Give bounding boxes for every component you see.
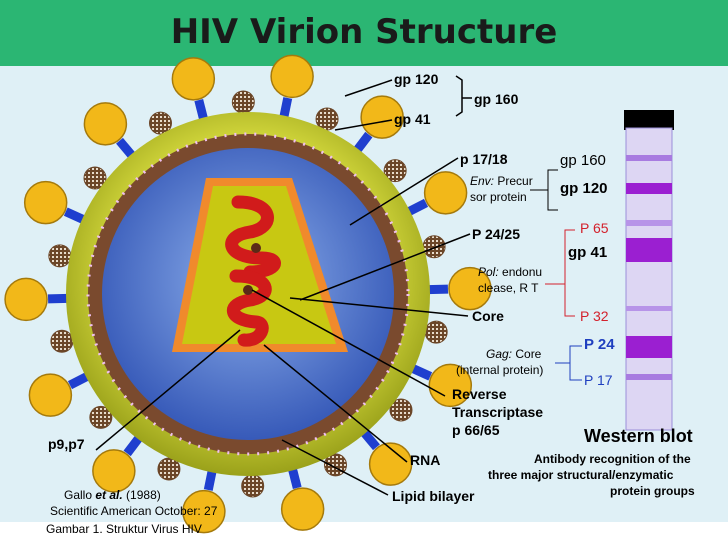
gp120-head [182,489,226,534]
label-lipid-bilayer: Lipid bilayer [392,488,475,504]
glycoprotein-spikes [4,54,492,534]
surface-protein-knob [241,474,265,498]
label-p9-p7: p9,p7 [48,436,85,452]
gp120-head [171,57,216,101]
band-gp41 [626,238,672,262]
western-desc-3: protein groups [610,484,695,498]
blot-strip [625,127,673,431]
blot-label-gp160: gp 160 [560,152,606,169]
surface-protein-knob [315,107,339,131]
western-blot-title: Western blot [584,426,693,446]
blot-label-p24: P 24 [584,336,615,353]
gp120-head [28,373,73,417]
label-rt-1: Reverse [452,386,507,402]
surface-protein-knob [424,320,448,344]
surface-protein-knob [148,111,172,135]
surface-protein-knob [50,329,74,353]
western-desc-2: three major structural/enzymatic [488,468,674,482]
blot-label-gp41: gp 41 [568,244,608,261]
gp120-head [360,95,404,139]
label-p17-18: p 17/18 [460,151,508,167]
surface-protein-knob [389,398,413,422]
rna-strand-upper [225,195,281,279]
citation-line-1: Gallo et al. (1988) [64,488,161,502]
surface-protein-knob [231,90,255,114]
gag-description: Gag: Core [486,347,542,361]
gp120-head [83,102,128,146]
label-core: Core [472,308,504,324]
label-gp160: gp 160 [474,91,519,107]
gp120-head [423,171,468,215]
reverse-transcriptase-dot [243,285,253,295]
surface-protein-knob [157,457,181,481]
blot-well [624,110,674,130]
gp120-head [448,266,492,311]
blot-label-p17: P 17 [584,372,613,388]
surface-protein-knob [383,159,407,183]
label-gp41: gp 41 [394,111,431,127]
surface-protein-knob [48,244,72,268]
blot-bands [626,155,672,380]
gp120-head [368,442,413,486]
env-description-2: sor protein [470,190,527,204]
citation-line-2: Scientific American October: 27 [50,504,218,518]
gp120-head [4,277,48,322]
label-p24-25: P 24/25 [472,226,521,242]
band-gp160 [626,155,672,161]
reverse-transcriptase-dot [251,243,261,253]
pol-description-2: clease, R T [478,281,539,295]
band-p32 [626,306,672,311]
label-rt-3: p 66/65 [452,422,500,438]
pointer-lines [95,75,472,496]
blot-brackets [530,169,558,211]
label-rna: RNA [410,452,441,468]
membrane-beads [86,132,410,456]
band-p24 [626,336,672,358]
gp120-head [23,180,68,225]
pol-description: Pol: endonu [478,265,543,279]
blot-label-p65: P 65 [580,220,609,236]
surface-protein-knob [83,166,107,190]
page-title: HIV Virion Structure [170,12,558,52]
env-description: Env: Precur [470,174,533,188]
rna-strand-lower [227,269,272,347]
band-p17 [626,374,672,380]
band-gp120 [626,183,672,194]
gp120-head [280,487,325,531]
gag-brackets [555,345,582,381]
western-desc-1: Antibody recognition of the [534,452,691,466]
surface-protein-knob [89,405,113,429]
band-p65 [626,220,672,226]
gp120-head [428,363,473,408]
label-gp120: gp 120 [394,71,439,87]
gp120-head [92,449,136,493]
blot-label-gp120: gp 120 [560,180,608,197]
gag-description-2: (internal protein) [456,363,544,377]
label-rt-2: Transcriptase [452,404,544,420]
gp120-head [270,54,314,99]
pol-brackets [545,229,575,317]
figure-caption: Gambar 1. Struktur Virus HIV [46,522,202,536]
surface-protein-knob [422,235,446,259]
blot-label-p32: P 32 [580,308,609,324]
